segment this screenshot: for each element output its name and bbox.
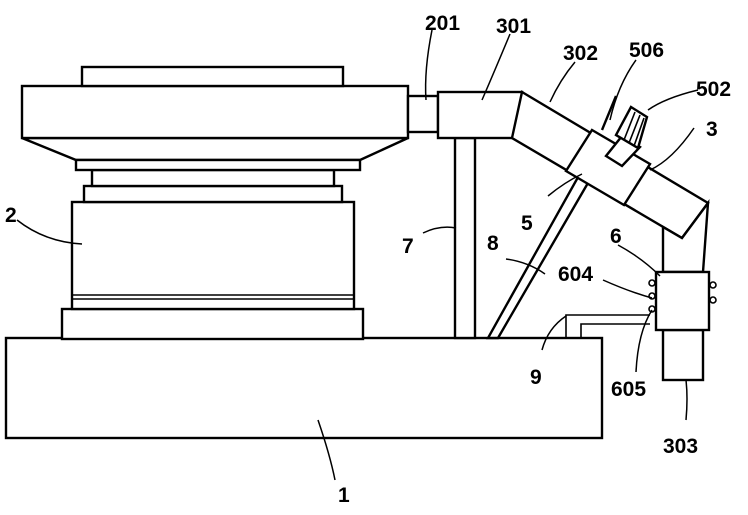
label-201: 201 — [425, 12, 460, 35]
leader-lines — [16, 29, 699, 481]
label-7: 7 — [402, 235, 414, 258]
label-604: 604 — [558, 263, 593, 286]
support-post — [453, 136, 477, 340]
sensor — [604, 105, 649, 168]
label-303: 303 — [663, 435, 698, 458]
label-5: 5 — [521, 212, 533, 235]
label-301: 301 — [496, 15, 531, 38]
coupling — [406, 94, 440, 134]
rod — [600, 95, 618, 131]
label-502: 502 — [696, 78, 731, 101]
label-302: 302 — [563, 42, 598, 65]
diagonal-brace — [485, 168, 594, 340]
label-2: 2 — [5, 204, 17, 227]
label-605: 605 — [611, 378, 646, 401]
label-506: 506 — [629, 39, 664, 62]
label-3: 3 — [706, 118, 718, 141]
tube-section-horizontal — [436, 90, 524, 140]
label-9: 9 — [530, 366, 542, 389]
label-6: 6 — [610, 225, 622, 248]
base-block — [4, 336, 604, 440]
label-1: 1 — [338, 484, 350, 507]
tube-section-vertical — [661, 198, 710, 274]
coupler — [648, 270, 717, 332]
pipe — [565, 314, 650, 338]
motor-assembly — [20, 65, 410, 341]
label-8: 8 — [487, 232, 499, 255]
